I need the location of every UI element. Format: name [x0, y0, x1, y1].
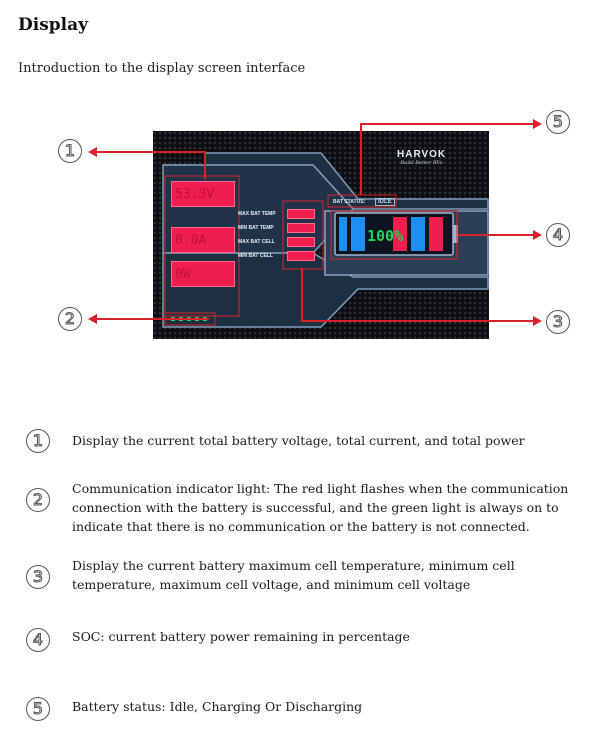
brand-tagline: Build Better RVs: [400, 160, 443, 166]
legend-circle-3: 3: [26, 565, 50, 589]
callout-4-arrowhead: [533, 230, 542, 240]
callout-2-arrowhead: [88, 314, 97, 324]
min-bat-cell-value-box: [287, 251, 315, 261]
callout-5-line-v: [360, 123, 362, 195]
legend-desc-4: SOC: current battery power remaining in …: [72, 629, 410, 644]
legend-circle-2: 2: [26, 488, 50, 512]
legend-circle-4: 4: [26, 628, 50, 652]
callout-2-line: [96, 318, 209, 320]
callout-1-arrowhead: [88, 147, 97, 157]
brand-logo: HARVOK Build Better RVs: [397, 149, 446, 166]
min-bat-cell-label: MIN BAT CELL: [238, 253, 273, 259]
max-bat-cell-label: MAX BAT CELL: [238, 239, 275, 245]
callout-1-line-h: [96, 151, 205, 153]
callout-circle-3: 3: [546, 310, 570, 334]
callout-3-arrowhead: [533, 316, 542, 326]
legend-circle-1: 1: [26, 429, 50, 453]
max-bat-temp-value-box: [287, 209, 315, 219]
callout-5-arrowhead: [533, 119, 542, 129]
voltage-readout: 53.3V: [171, 181, 235, 207]
callout-3-line-h: [301, 320, 535, 322]
callout-circle-5: 5: [546, 110, 570, 134]
legend-desc-3: Display the current battery maximum cell…: [72, 558, 515, 592]
min-bat-temp-value-box: [287, 223, 315, 233]
bat-status-value: IDLE: [375, 198, 395, 206]
min-bat-temp-label: MIN BAT TEMP: [238, 225, 274, 231]
bat-status-label: BAT STATUS:: [333, 199, 366, 205]
display-screen-image: 53.3V 0.0A 0W MAX BAT TEMP MIN BAT TEMP …: [153, 131, 489, 339]
legend-desc-2: Communication indicator light: The red l…: [72, 481, 569, 534]
callout-5-line-h: [360, 123, 535, 125]
brand-name: HARVOK: [397, 149, 447, 160]
intro-text: Introduction to the display screen inter…: [18, 61, 306, 76]
max-bat-cell-value-box: [287, 237, 315, 247]
callout-4-line: [458, 234, 535, 236]
current-readout: 0.0A: [171, 227, 235, 253]
legend-desc-5: Battery status: Idle, Charging Or Discha…: [72, 699, 363, 714]
callout-3-line-v: [301, 268, 303, 322]
legend-desc-1: Display the current total battery voltag…: [72, 433, 525, 448]
callout-circle-2: 2: [58, 307, 82, 331]
callout-1-line-v: [204, 151, 206, 179]
max-bat-temp-label: MAX BAT TEMP: [238, 211, 276, 217]
legend-circle-5: 5: [26, 697, 50, 721]
callout-circle-1: 1: [58, 139, 82, 163]
soc-readout: 100%: [367, 227, 404, 245]
section-title: Display: [18, 15, 89, 35]
callout-circle-4: 4: [546, 223, 570, 247]
power-readout: 0W: [171, 261, 235, 287]
